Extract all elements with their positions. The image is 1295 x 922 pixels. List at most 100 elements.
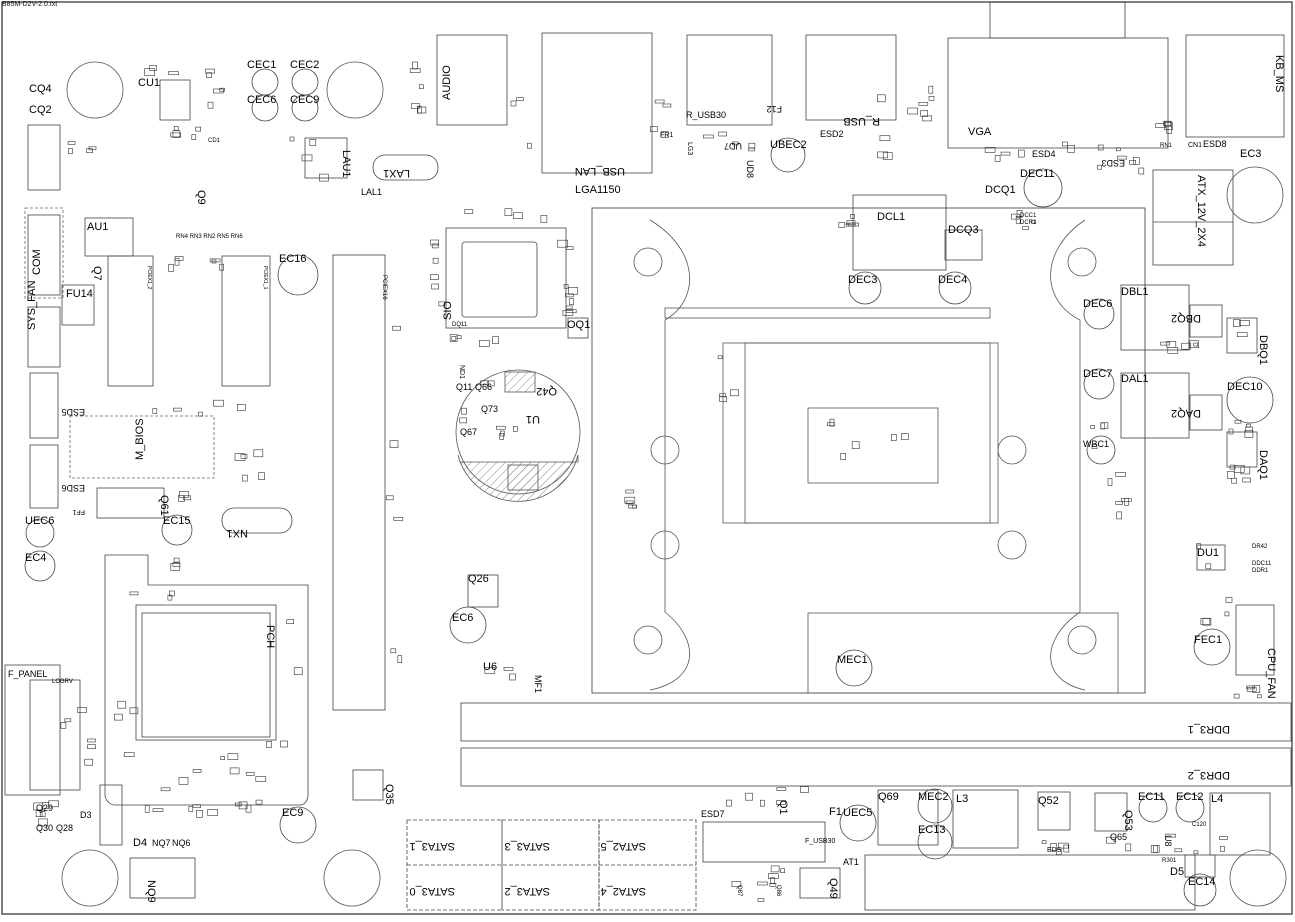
smd-part xyxy=(1000,151,1011,156)
audio-jack xyxy=(436,34,508,126)
smd-part xyxy=(1058,842,1069,849)
smd-part xyxy=(829,418,835,427)
smd-part xyxy=(769,882,777,887)
component-label: DBL1 xyxy=(1121,286,1149,298)
smd-part xyxy=(492,336,499,345)
smd-part xyxy=(1121,498,1132,502)
component-label: DQ11 xyxy=(452,322,468,328)
smd-part xyxy=(1090,425,1095,429)
component-label: EC16 xyxy=(279,253,307,265)
component-label: DAQ1 xyxy=(1257,450,1269,480)
smd-part xyxy=(432,257,439,264)
smd-part xyxy=(1242,477,1251,483)
smd-part xyxy=(1116,147,1121,152)
smd-part xyxy=(1234,419,1242,424)
smd-part xyxy=(38,818,48,827)
smd-part xyxy=(234,453,246,461)
smd-part xyxy=(211,259,217,264)
component-label: CQ2 xyxy=(29,104,52,116)
smd-part xyxy=(397,655,403,664)
smd-part xyxy=(1125,843,1132,852)
smd-part xyxy=(206,72,212,78)
smd-part xyxy=(1100,422,1106,430)
component-label: NQ6 xyxy=(172,838,191,848)
component-label: WBC1 xyxy=(1083,439,1109,449)
smd-part xyxy=(846,220,856,225)
component-label: SATA3_2 xyxy=(505,885,550,897)
smd-part xyxy=(563,283,569,289)
smd-part xyxy=(512,426,518,432)
smd-part xyxy=(1233,693,1240,699)
component-label: DEC7 xyxy=(1083,368,1112,380)
component-label: Q42 xyxy=(536,385,557,397)
pch-chip xyxy=(104,554,309,806)
component-label: LAL1 xyxy=(361,187,382,197)
smd-part xyxy=(660,131,669,138)
smd-part xyxy=(86,148,93,153)
smd-part xyxy=(565,305,573,310)
smd-part xyxy=(1150,845,1160,853)
smd-part xyxy=(1257,694,1262,699)
component-label: DEC3 xyxy=(848,274,877,286)
ddr3-2-slot xyxy=(460,747,1292,787)
component-label: Q35 xyxy=(383,784,395,805)
smd-part xyxy=(48,800,59,808)
bottom-power-components xyxy=(352,574,1275,911)
smd-part xyxy=(1133,157,1140,165)
component-label: EC14 xyxy=(1188,876,1216,888)
rear-io-connectors xyxy=(436,1,1285,266)
smd-part xyxy=(625,489,635,494)
smd-part xyxy=(167,594,173,601)
component-label: SYS_FAN xyxy=(26,280,38,330)
smd-part xyxy=(748,147,755,152)
component-label: DCR1 xyxy=(1020,220,1037,226)
component-label: MEC2 xyxy=(918,791,949,803)
smd-part xyxy=(392,325,401,331)
kb-ms-connector xyxy=(1185,34,1285,138)
pciex1-1-slot xyxy=(221,255,271,387)
smd-part xyxy=(87,738,96,743)
smd-part xyxy=(1115,472,1126,477)
smd-part xyxy=(209,258,221,263)
smd-part xyxy=(565,309,577,314)
component-label: Q65 xyxy=(1110,832,1127,842)
smd-part xyxy=(205,68,215,74)
smd-part xyxy=(568,286,578,295)
component-label: AUDIO xyxy=(441,65,453,100)
smd-part xyxy=(662,103,672,108)
component-label: DCC1 xyxy=(1020,213,1037,219)
component-label: Q1 xyxy=(777,800,789,815)
smd-part xyxy=(219,87,225,92)
smd-part xyxy=(64,718,72,723)
smd-part xyxy=(1016,210,1023,218)
smd-part xyxy=(219,263,224,271)
smd-part xyxy=(220,756,225,760)
smd-part xyxy=(286,619,295,625)
smd-part xyxy=(207,809,218,816)
smd-part xyxy=(293,667,303,676)
smd-part xyxy=(624,496,636,504)
smd-part xyxy=(464,209,474,214)
component-label: EC12 xyxy=(1176,791,1204,803)
smd-part xyxy=(1236,332,1248,338)
smd-part xyxy=(504,208,513,216)
smd-part xyxy=(838,222,846,228)
component-label: USB_LAN xyxy=(575,165,625,177)
component-label: DDR1 xyxy=(1252,568,1269,574)
smd-part xyxy=(527,142,532,149)
smd-part xyxy=(409,68,421,73)
smd-part xyxy=(191,134,197,140)
component-label: L4 xyxy=(1211,793,1223,805)
smd-part xyxy=(928,85,934,94)
component-label: R301 xyxy=(1162,858,1177,864)
smd-part xyxy=(994,155,1001,162)
component-label: Q61 xyxy=(158,495,170,516)
component-label: EC11 xyxy=(1138,791,1165,803)
smd-part xyxy=(172,130,181,138)
smd-part xyxy=(730,389,739,397)
component-label: R_USB30 xyxy=(686,110,726,120)
component-label: DCQ1 xyxy=(985,184,1016,196)
smd-part xyxy=(1165,833,1176,838)
component-label: RN4 RN3 RN2 RN5 RN6 xyxy=(176,234,243,240)
